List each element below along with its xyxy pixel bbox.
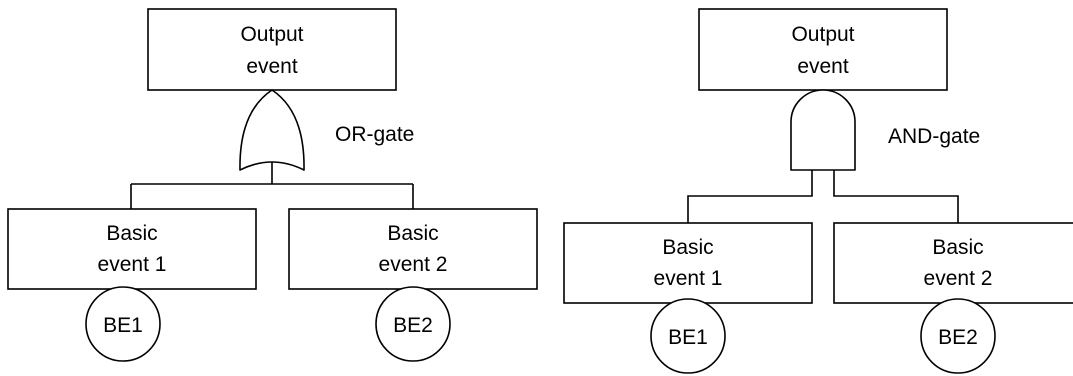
or-gate-label: OR-gate <box>335 123 414 146</box>
or-basic-event-2-line2: event 2 <box>379 253 448 276</box>
or-be1-label: BE1 <box>103 314 143 337</box>
and-gate-symbol <box>790 89 856 171</box>
or-be1-circle <box>85 286 161 362</box>
or-gate-symbol <box>239 89 305 171</box>
or-output-event-box <box>147 8 397 91</box>
and-basic-event-2-box <box>833 222 1073 304</box>
and-basic-event-1-box <box>563 222 813 304</box>
and-be1-circle <box>650 298 726 374</box>
or-output-event-line2: event <box>246 55 298 78</box>
or-basic-event-1-line1: Basic <box>106 222 157 245</box>
or-basic-event-1-line2: event 1 <box>98 253 167 276</box>
and-connector-lines <box>687 170 959 223</box>
or-basic-event-1-box <box>7 208 257 290</box>
and-basic-event-1-line1: Basic <box>662 236 713 259</box>
and-fault-tree: Output event AND-gate Basic event 1 Basi… <box>563 8 1073 374</box>
and-be1-label: BE1 <box>668 326 708 349</box>
and-basic-event-1-line2: event 1 <box>654 267 723 290</box>
or-be2-circle <box>375 286 451 362</box>
and-output-event-line2: event <box>797 55 849 78</box>
and-basic-event-2-line1: Basic <box>932 236 983 259</box>
and-be2-circle <box>920 298 996 374</box>
and-output-event-line1: Output <box>791 23 854 46</box>
and-output-event-box <box>698 8 948 91</box>
or-basic-event-2-box <box>288 208 538 290</box>
and-basic-event-2-line2: event 2 <box>924 267 993 290</box>
or-fault-tree: Output event OR-gate Basic event 1 Basic… <box>7 8 538 362</box>
and-be2-label: BE2 <box>938 326 978 349</box>
or-output-event-line1: Output <box>240 23 303 46</box>
and-gate-label: AND-gate <box>888 125 980 148</box>
or-basic-event-2-line1: Basic <box>387 222 438 245</box>
or-be2-label: BE2 <box>393 314 433 337</box>
or-connector-lines <box>130 162 414 209</box>
